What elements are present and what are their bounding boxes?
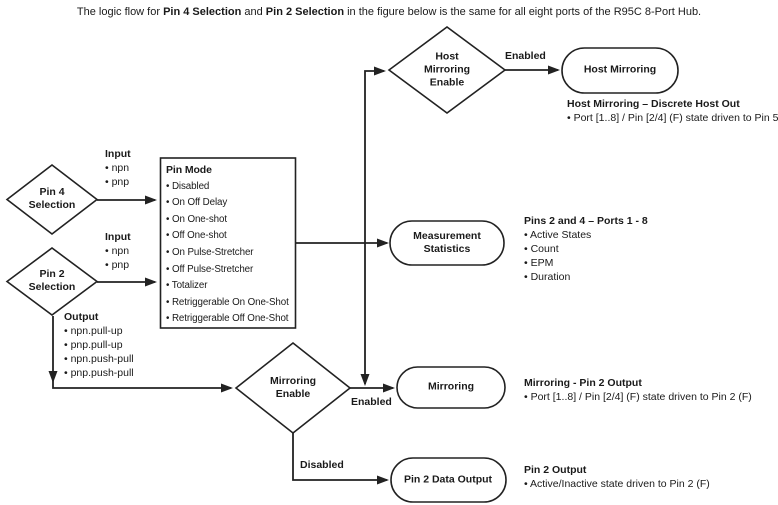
caption-suffix: in the figure below is the same for all …: [344, 6, 702, 18]
page-caption: The logic flow for Pin 4 Selection and P…: [0, 6, 778, 18]
edge-pin2-output-to-mirroring-enable: [52, 381, 233, 393]
caption-prefix: The logic flow for: [76, 6, 164, 18]
pin-mode-item: • Disabled: [166, 180, 210, 192]
pins-2-and-4-item: • EPM: [524, 257, 554, 269]
output-pin2-item: • npn.pull-up: [64, 325, 123, 337]
stadium-pin2-data-output: [390, 457, 507, 503]
pins-2-and-4-title: Pins 2 and 4 – Ports 1 - 8: [524, 215, 648, 227]
input-pin4-title: Input: [105, 148, 131, 160]
box-pin-mode: [159, 157, 297, 329]
enabled-host-label: Enabled: [505, 50, 546, 62]
pin-mode-list: Pin Mode • Disabled • On Off Delay • On …: [166, 162, 289, 328]
output-pin2-item: • pnp.pull-up: [64, 339, 123, 351]
stadium-host-mirroring: [561, 47, 679, 94]
enabled-mirroring-label: Enabled: [351, 396, 392, 408]
pin2-data-output-label: Pin 2 Data Output: [403, 473, 493, 486]
caption-mid: and: [241, 6, 266, 18]
mirroring-out-title: Mirroring - Pin 2 Output: [524, 377, 642, 389]
ms-line1: Measurement: [413, 230, 481, 242]
pin-mode-item: • On Off Delay: [166, 197, 228, 209]
pin2-selection-label: Pin 2 Selection: [29, 268, 76, 294]
stadium-measurement-statistics: [389, 220, 505, 266]
pin-mode-item: • Retriggerable Off One-Shot: [166, 313, 289, 325]
pin-mode-item: • Off One-shot: [166, 230, 227, 242]
pin2-line2: Selection: [28, 281, 76, 293]
caption-pin4-bold: Pin 4 Selection: [163, 6, 242, 18]
caption-pin2-bold: Pin 2 Selection: [265, 6, 345, 18]
input-pin2-item: • npn: [105, 245, 130, 257]
pins-2-and-4-annotation: Pins 2 and 4 – Ports 1 - 8 • Active Stat…: [524, 214, 648, 284]
input-pin4-item: • pnp: [105, 176, 130, 188]
output-pin2-item: • pnp.push-pull: [64, 367, 134, 379]
me-line2: Enable: [275, 388, 311, 400]
input-pin2-list: Input • npn • pnp: [105, 230, 131, 272]
diamond-pin2-selection: [5, 247, 99, 316]
pin-mode-item: • Retriggerable On One-Shot: [166, 296, 289, 308]
input-pin2-title: Input: [105, 231, 131, 243]
pin-mode-item: • Off Pulse-Stretcher: [166, 263, 254, 275]
ms-line2: Statistics: [423, 243, 471, 255]
host-mirroring-enable-label: Host Mirroring Enable: [424, 51, 470, 90]
edge-up-to-host-mirroring-enable: [364, 66, 386, 243]
input-pin4-list: Input • npn • pnp: [105, 147, 131, 189]
pins-2-and-4-item: • Count: [524, 243, 559, 255]
pin-mode-item: • On Pulse-Stretcher: [166, 246, 254, 258]
host-mirroring-out-item: • Port [1..8] / Pin [2/4] (F) state driv…: [567, 112, 778, 124]
host-mirroring-out-annotation: Host Mirroring – Discrete Host Out • Por…: [567, 97, 778, 125]
hme-line2: Mirroring: [423, 63, 471, 76]
pins-2-and-4-item: • Duration: [524, 271, 571, 283]
mirroring-label: Mirroring: [427, 380, 475, 393]
measurement-statistics-label: Measurement Statistics: [413, 230, 481, 256]
diamond-mirroring-enable: [234, 341, 352, 435]
pin4-line1: Pin 4: [39, 186, 65, 198]
mirroring-out-annotation: Mirroring - Pin 2 Output • Port [1..8] /…: [524, 376, 752, 404]
pin-mode-title: Pin Mode: [166, 164, 212, 176]
output-pin2-item: • npn.push-pull: [64, 353, 134, 365]
pin2-line1: Pin 2: [39, 268, 65, 280]
mirroring-out-item: • Port [1..8] / Pin [2/4] (F) state driv…: [524, 391, 752, 403]
host-mirroring-label: Host Mirroring: [583, 63, 657, 76]
pin4-line2: Selection: [28, 199, 76, 211]
edge-disabled-to-pin2-data-output: [292, 433, 389, 485]
diamond-pin4-selection: [5, 163, 99, 236]
pin-mode-item: • On One-shot: [166, 213, 227, 225]
input-pin2-item: • pnp: [105, 259, 130, 271]
diamond-host-mirroring-enable: [387, 26, 507, 114]
input-pin4-item: • npn: [105, 162, 130, 174]
pin2-out-item: • Active/Inactive state driven to Pin 2 …: [524, 478, 710, 490]
pin4-selection-label: Pin 4 Selection: [29, 186, 76, 212]
me-line1: Mirroring: [269, 375, 317, 387]
pins-2-and-4-item: • Active States: [524, 229, 592, 241]
stadium-mirroring: [396, 366, 506, 409]
pin2-out-annotation: Pin 2 Output • Active/Inactive state dri…: [524, 463, 710, 491]
output-pin2-list: Output • npn.pull-up • pnp.pull-up • npn…: [64, 310, 134, 380]
mirroring-enable-label: Mirroring Enable: [270, 375, 316, 401]
hme-line1: Host: [435, 50, 459, 63]
pin-mode-item: • Totalizer: [166, 280, 208, 292]
pin2-out-title: Pin 2 Output: [524, 464, 587, 476]
disabled-mirroring-label: Disabled: [300, 459, 344, 471]
host-mirroring-out-title: Host Mirroring – Discrete Host Out: [567, 98, 740, 110]
hme-line3: Enable: [429, 76, 465, 89]
output-pin2-title: Output: [64, 311, 99, 323]
